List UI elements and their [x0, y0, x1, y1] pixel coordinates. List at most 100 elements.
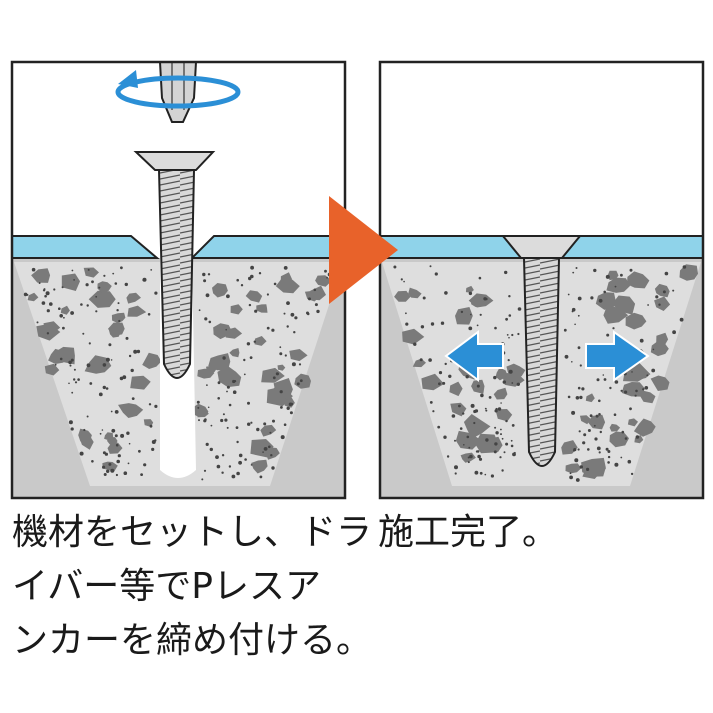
- aggregate-speck: [38, 282, 41, 284]
- aggregate-speck: [484, 473, 487, 476]
- aggregate-speck: [69, 364, 72, 367]
- aggregate-stone: [126, 292, 141, 304]
- aggregate-stone: [609, 423, 621, 432]
- aggregate-speck: [289, 411, 293, 415]
- aggregate-speck: [629, 268, 633, 272]
- aggregate-speck: [120, 266, 123, 270]
- aggregate-speck: [235, 426, 239, 429]
- aggregate-stone: [127, 305, 147, 317]
- aggregate-speck: [564, 354, 569, 359]
- aggregate-stone: [83, 267, 99, 278]
- aggregate-speck: [142, 278, 146, 282]
- aggregate-speck: [133, 349, 138, 354]
- aggregate-stone: [256, 304, 268, 313]
- aggregate-speck: [458, 404, 461, 408]
- aggregate-speck: [430, 322, 435, 326]
- aggregate-speck: [290, 402, 294, 406]
- caption-right-line-1: 施工完了。: [378, 512, 559, 553]
- aggregate-speck: [286, 301, 290, 305]
- aggregate-speck: [508, 369, 513, 374]
- aggregate-speck: [203, 469, 207, 472]
- aggregate-stone: [470, 297, 484, 307]
- aggregate-speck: [658, 303, 661, 306]
- aggregate-speck: [479, 471, 483, 475]
- aggregate-stone: [625, 312, 647, 330]
- aggregate-stone: [245, 290, 263, 303]
- aggregate-speck: [73, 378, 76, 381]
- aggregate-speck: [196, 400, 200, 404]
- aggregate-speck: [36, 321, 39, 324]
- aggregate-speck: [603, 290, 606, 294]
- panel-right: [380, 62, 703, 498]
- aggregate-stone: [493, 387, 508, 400]
- aggregate-speck: [148, 403, 152, 406]
- aggregate-speck: [249, 356, 253, 359]
- aggregate-stone: [402, 328, 425, 345]
- aggregate-speck: [138, 449, 141, 453]
- aggregate-speck: [652, 348, 655, 351]
- aggregate-speck: [465, 375, 469, 379]
- aggregate-speck: [103, 473, 107, 476]
- aggregate-speck: [508, 336, 510, 339]
- aggregate-speck: [270, 454, 273, 457]
- aggregate-speck: [494, 442, 498, 446]
- aggregate-speck: [429, 401, 433, 404]
- aggregate-speck: [232, 390, 237, 395]
- aggregate-speck: [581, 387, 585, 391]
- panel-right-frame: [378, 60, 705, 500]
- aggregate-speck: [462, 412, 465, 415]
- aggregate-stone: [277, 364, 286, 371]
- aggregate-speck: [44, 294, 47, 298]
- aggregate-speck: [467, 461, 470, 464]
- aggregate-speck: [438, 371, 443, 375]
- aggregate-speck: [403, 280, 405, 283]
- aggregate-speck: [85, 283, 89, 287]
- aggregate-speck: [587, 448, 590, 451]
- aggregate-speck: [647, 304, 649, 306]
- aggregate-speck: [31, 267, 36, 272]
- aggregate-speck: [574, 458, 579, 463]
- aggregate-stone: [633, 418, 656, 437]
- aggregate-speck: [646, 374, 649, 377]
- aggregate-stone: [102, 461, 118, 472]
- aggregate-stone: [421, 373, 445, 391]
- caption-left-line-3: ンカーを締め付ける。: [12, 620, 373, 661]
- aggregate-speck: [620, 273, 623, 277]
- aggregate-speck: [222, 413, 225, 416]
- aggregate-speck: [429, 265, 432, 268]
- aggregate-speck: [154, 439, 157, 442]
- aggregate-speck: [446, 455, 450, 458]
- aggregate-speck: [283, 423, 287, 427]
- aggregate-speck: [500, 428, 502, 431]
- aggregate-speck: [593, 424, 596, 427]
- aggregate-speck: [578, 430, 581, 433]
- aggregate-speck: [126, 431, 130, 435]
- caption-left-line-1: 機材をセットし、ドラ: [12, 512, 373, 553]
- aggregate-speck: [63, 316, 65, 319]
- aggregate-stone: [97, 281, 112, 293]
- aggregate-speck: [572, 271, 575, 274]
- installation-diagram: [10, 60, 705, 500]
- aggregate-stone: [449, 381, 463, 397]
- aggregate-speck: [438, 382, 441, 386]
- aggregate-speck: [70, 427, 74, 431]
- aggregate-speck: [579, 364, 582, 367]
- aggregate-speck: [26, 293, 29, 296]
- aggregate-speck: [217, 397, 220, 400]
- aggregate-speck: [672, 289, 675, 292]
- aggregate-speck: [393, 265, 397, 269]
- aggregate-stone: [606, 277, 631, 293]
- aggregate-stone: [585, 393, 595, 403]
- aggregate-stone: [104, 432, 114, 441]
- aggregate-stone: [44, 363, 60, 376]
- aggregate-speck: [575, 267, 578, 269]
- aggregate-speck: [497, 407, 502, 411]
- aggregate-speck: [41, 301, 46, 305]
- aggregate-speck: [574, 323, 576, 326]
- aggregate-stone: [118, 403, 144, 418]
- aggregate-speck: [506, 334, 509, 336]
- aggregate-speck: [102, 465, 106, 469]
- aggregate-speck: [120, 433, 125, 438]
- aggregate-speck: [511, 424, 515, 427]
- aggregate-stone: [455, 430, 482, 450]
